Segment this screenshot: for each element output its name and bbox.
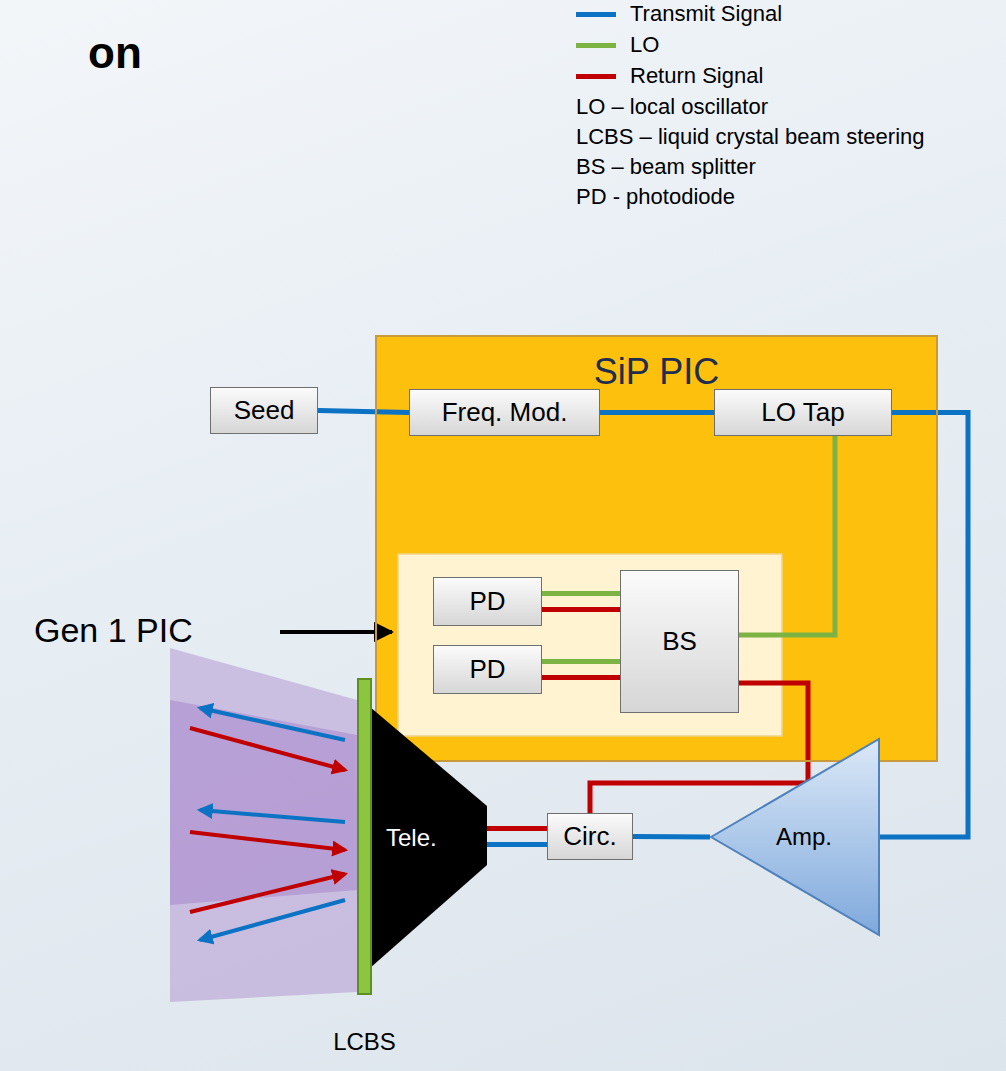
signal-line xyxy=(542,662,620,678)
node-text: Tele. xyxy=(386,824,437,852)
title: on xyxy=(88,28,142,78)
signal-path xyxy=(542,659,620,664)
signal-path xyxy=(487,826,547,831)
signal-path xyxy=(542,675,620,680)
signal-line xyxy=(880,413,968,838)
node-text: LO Tap xyxy=(761,397,844,428)
legend-text: Return Signal xyxy=(630,63,763,89)
photodiode-box: PD xyxy=(433,645,542,694)
signal-line xyxy=(487,829,547,845)
modulator-box: Freq. Mod. xyxy=(409,389,600,436)
abbreviation-note: LO – local oscillator xyxy=(576,94,768,120)
beam-splitter-box: BS xyxy=(620,570,739,713)
signal-path xyxy=(633,834,710,840)
legend-text: Transmit Signal xyxy=(630,1,782,27)
node-text: PD xyxy=(469,654,505,685)
node-text: Circ. xyxy=(563,821,616,852)
node-text: Amp. xyxy=(776,823,832,851)
beam-fan-outer xyxy=(170,648,357,1002)
abbreviation-note: BS – beam splitter xyxy=(576,154,756,180)
abbreviation-note: PD - photodiode xyxy=(576,184,735,210)
legend-swatch xyxy=(576,12,616,17)
node-text: LCBS xyxy=(333,1028,396,1056)
callout-label: Gen 1 PIC xyxy=(34,611,193,650)
return-arrow xyxy=(190,832,345,850)
node-text: BS xyxy=(662,626,697,657)
signal-line xyxy=(542,594,620,610)
signal-path xyxy=(880,413,968,838)
gen1-pic-region xyxy=(398,554,782,736)
return-arrow xyxy=(190,874,345,912)
return-arrow xyxy=(190,728,345,770)
transmit-arrow xyxy=(200,810,345,822)
pic-chip: SiP PIC Freq. Mod. LO TapPD PD BS xyxy=(375,335,938,762)
pic-fill xyxy=(375,335,938,762)
legend-text: LO xyxy=(630,32,659,58)
signal-line xyxy=(318,411,409,413)
signal-line xyxy=(739,436,835,635)
node-text: SiP PIC xyxy=(377,351,936,393)
signal-path xyxy=(600,410,714,415)
telescope-shape: Tele. xyxy=(370,707,487,968)
abbreviation-note: LCBS – liquid crystal beam steering xyxy=(576,124,925,150)
amplifier-triangle: Amp. xyxy=(710,737,880,937)
beam-steering-bar: LCBS xyxy=(357,678,372,995)
circulator-box: Circ. xyxy=(547,813,633,860)
signal-line xyxy=(600,412,714,413)
beam-fan-inner xyxy=(170,700,357,905)
photodiode-box: PD xyxy=(433,577,542,626)
legend-swatch xyxy=(576,43,616,48)
seed-box: Seed xyxy=(210,387,318,434)
signal-path xyxy=(542,591,620,596)
signal-line xyxy=(633,836,710,838)
lo-tap-box: LO Tap xyxy=(714,389,892,436)
signal-path xyxy=(318,411,409,413)
signal-path xyxy=(542,607,620,612)
signal-path xyxy=(739,436,835,635)
node-text: Seed xyxy=(234,395,295,426)
signal-path xyxy=(487,842,547,847)
beam-fan xyxy=(170,648,357,1002)
node-text: Freq. Mod. xyxy=(442,397,568,428)
lcbs-outline xyxy=(357,678,372,995)
legend-swatch xyxy=(576,74,616,79)
node-text: PD xyxy=(469,586,505,617)
